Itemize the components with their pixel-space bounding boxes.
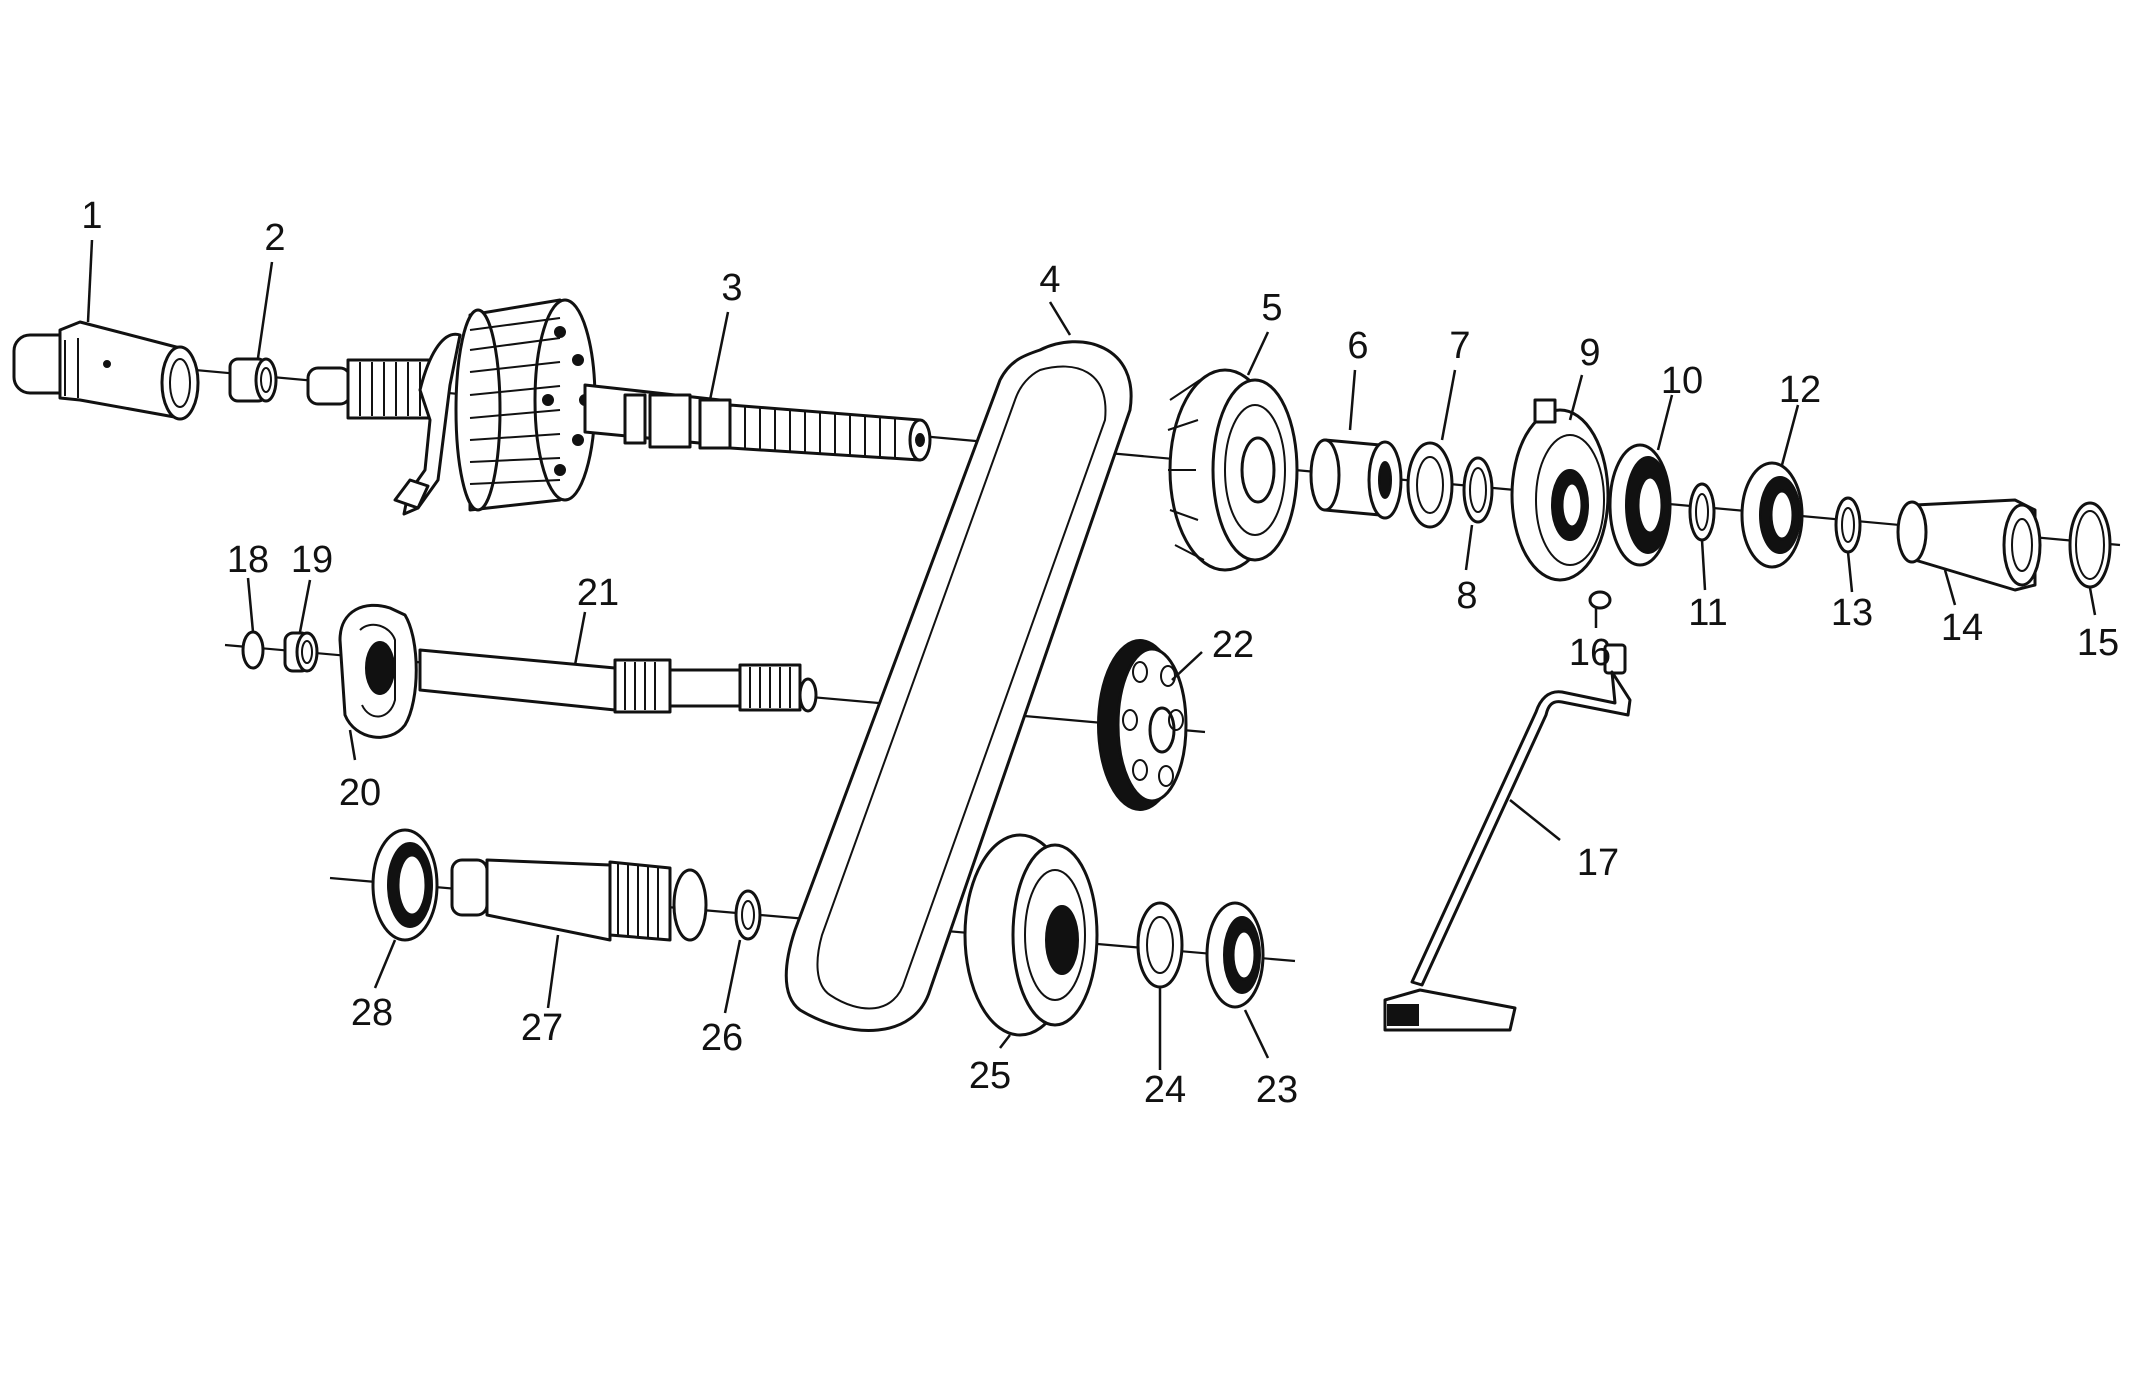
- part-18-snap-ring: [241, 630, 265, 670]
- callout-19: 19: [291, 539, 333, 581]
- leader-28: [373, 939, 397, 989]
- part-15-seal-ring: [2068, 501, 2112, 589]
- callout-3: 3: [721, 267, 742, 309]
- part-3-main-shaft: [306, 298, 932, 516]
- part-27-output-shaft: [450, 858, 708, 942]
- part-17-pickup-tube: [1383, 643, 1632, 1032]
- leader-8: [1464, 524, 1474, 571]
- callout-6: 6: [1347, 325, 1368, 367]
- part-24-washer: [1136, 901, 1184, 989]
- part-8-snap-ring: [1462, 456, 1494, 524]
- callout-28: 28: [351, 992, 393, 1034]
- part-16-fitting: [1588, 590, 1612, 610]
- leader-13: [1846, 551, 1854, 593]
- callout-4: 4: [1039, 259, 1060, 301]
- part-2-bearing: [228, 357, 278, 403]
- callout-5: 5: [1261, 287, 1282, 329]
- leader-11: [1700, 539, 1707, 591]
- leader-5: [1246, 331, 1270, 376]
- callout-23: 23: [1256, 1069, 1298, 1111]
- leader-lines: [86, 239, 2097, 1070]
- callout-20: 20: [339, 772, 381, 814]
- part-4-drive-chain: [784, 340, 1133, 1032]
- part-28-seal: [371, 828, 439, 942]
- leader-18: [246, 577, 255, 633]
- callout-16: 16: [1569, 632, 1611, 674]
- callout-10: 10: [1661, 360, 1703, 402]
- callout-24: 24: [1144, 1069, 1186, 1111]
- part-13-snap-ring: [1834, 496, 1862, 554]
- part-25-sprocket: [963, 833, 1099, 1037]
- part-14-sleeve: [1896, 498, 2042, 592]
- callout-15: 15: [2077, 622, 2119, 664]
- callout-2: 2: [264, 217, 285, 259]
- callout-26: 26: [701, 1017, 743, 1059]
- callout-18: 18: [227, 539, 269, 581]
- part-11-snap-ring: [1688, 482, 1716, 542]
- leader-12: [1780, 404, 1800, 466]
- leader-14: [1943, 569, 1957, 606]
- leader-10: [1656, 394, 1674, 451]
- callout-21: 21: [577, 572, 619, 614]
- leader-15: [2088, 587, 2097, 616]
- part-12-bearing: [1740, 461, 1804, 569]
- leader-21: [573, 611, 587, 666]
- callout-12: 12: [1779, 369, 1821, 411]
- part-21-shaft: [418, 648, 818, 714]
- callout-17: 17: [1577, 842, 1619, 884]
- leader-23: [1243, 1009, 1270, 1059]
- part-9-pump-housing: [1510, 398, 1610, 582]
- leader-1: [86, 239, 94, 323]
- leader-2: [256, 261, 274, 359]
- callout-25: 25: [969, 1055, 1011, 1097]
- part-23-seal: [1205, 901, 1265, 1009]
- leader-22: [1171, 651, 1203, 681]
- leader-26: [723, 939, 742, 1014]
- leader-20: [348, 729, 357, 761]
- callout-27: 27: [521, 1007, 563, 1049]
- callout-11: 11: [1688, 592, 1727, 634]
- part-7-washer: [1406, 441, 1454, 529]
- leader-9: [1568, 374, 1584, 421]
- callout-22: 22: [1212, 624, 1254, 666]
- leader-6: [1348, 369, 1357, 431]
- leader-17: [1509, 799, 1561, 841]
- leader-3: [708, 311, 730, 401]
- callout-14: 14: [1941, 607, 1983, 649]
- part-10-gear: [1608, 443, 1672, 567]
- leader-27: [546, 934, 560, 1009]
- part-6-bearing: [1309, 438, 1403, 520]
- callout-8: 8: [1456, 575, 1477, 617]
- callout-7: 7: [1449, 325, 1470, 367]
- callout-9: 9: [1579, 332, 1600, 374]
- callout-13: 13: [1831, 592, 1873, 634]
- part-20-bracket: [338, 603, 418, 739]
- leader-7: [1440, 369, 1457, 441]
- callout-1: 1: [81, 195, 102, 237]
- part-22-rotor: [1097, 639, 1188, 811]
- leader-19: [298, 579, 312, 633]
- part-26-washer: [734, 889, 762, 941]
- part-5-sprocket: [1167, 368, 1299, 572]
- callout-labels: 1 2 3 4 5 6 7 8 9 10 11 12 13 14 15 16 1…: [81, 195, 2119, 1111]
- part-1-sleeve: [12, 320, 200, 421]
- leader-25: [999, 1034, 1011, 1049]
- leader-4: [1048, 301, 1072, 336]
- part-19-bushing: [283, 631, 319, 673]
